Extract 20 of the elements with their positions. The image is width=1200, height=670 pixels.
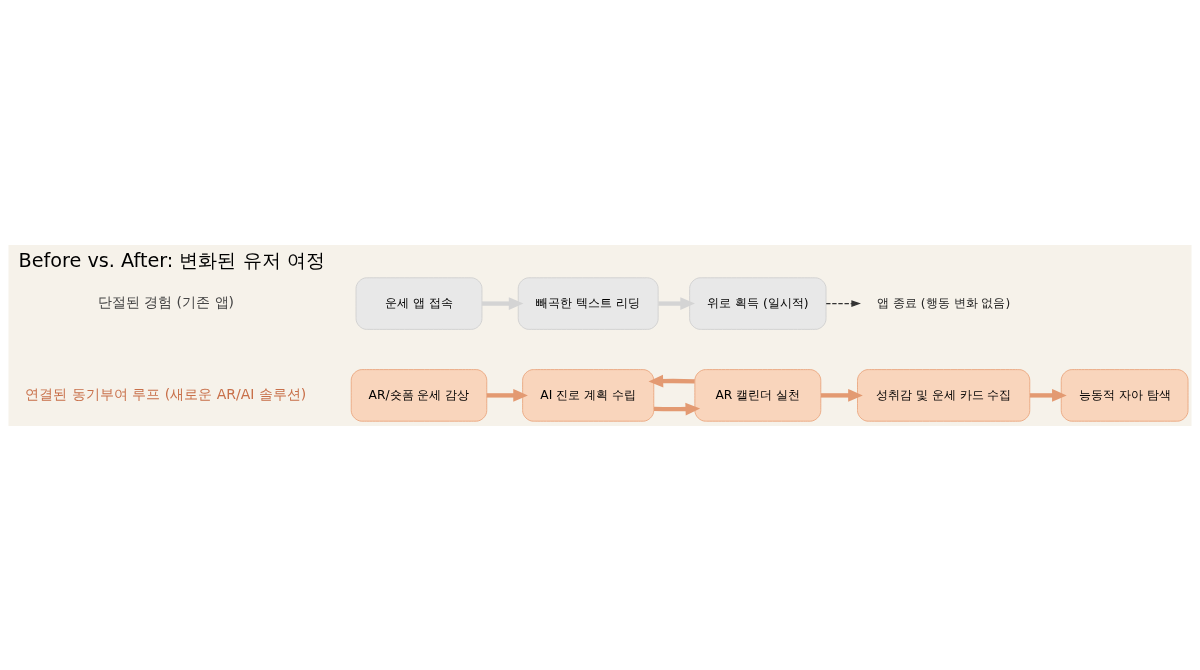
node-box: 능동적 자아 탐색 <box>1060 368 1189 422</box>
diagram-title: Before vs. After: 변화된 유저 여정 <box>18 248 325 272</box>
arrow <box>482 296 524 310</box>
node-box: AI 진로 계획 수립 <box>522 368 655 422</box>
node-box: 운세 앱 접속 <box>355 276 483 330</box>
arrow <box>1029 388 1067 402</box>
node-box: AR/숏폼 운세 감상 <box>350 368 488 422</box>
node-box: 빼곡한 텍스트 리딩 <box>517 276 659 330</box>
arrow <box>821 388 863 402</box>
node-box: 위로 획득 (일시적) <box>689 276 827 330</box>
arrow <box>658 296 695 310</box>
arrow <box>486 388 528 402</box>
arrow <box>825 299 861 307</box>
label: 단절된 경험 (기존 앱) <box>97 293 234 310</box>
node-box: AR 캘린더 실천 <box>694 368 822 422</box>
arrow <box>653 402 701 415</box>
label: 연결된 동기부여 루프 (새로운 AR/AI 솔루션) <box>25 385 307 402</box>
arrow <box>648 374 695 387</box>
node-text: 앱 종료 (행동 변화 없음) <box>877 295 1011 310</box>
node-box: 성취감 및 운세 카드 수집 <box>857 368 1031 422</box>
